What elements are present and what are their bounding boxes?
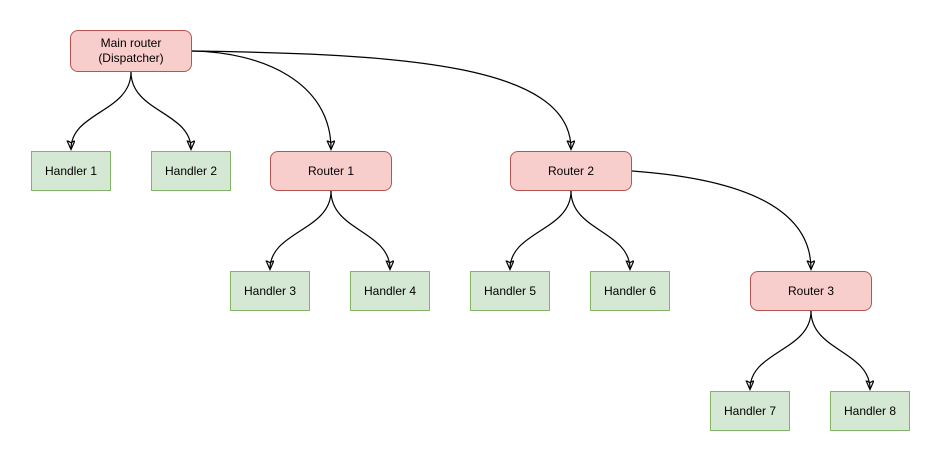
node-handler-5: Handler 5	[470, 271, 550, 311]
node-router-3: Router 3	[750, 271, 872, 311]
edge-router-2-to-router-3	[631, 170, 811, 269]
edge-router-2-to-handler-6	[570, 190, 630, 269]
node-handler-8: Handler 8	[830, 391, 910, 431]
edge-main-router-to-router-2	[191, 50, 571, 149]
node-handler-3: Handler 3	[230, 271, 310, 311]
edge-main-router-to-handler-2	[130, 71, 191, 149]
edge-router-1-to-handler-3	[270, 190, 332, 269]
node-handler-2: Handler 2	[151, 151, 231, 191]
edge-router-1-to-handler-4	[330, 190, 390, 269]
node-main-router: Main router (Dispatcher)	[70, 30, 192, 72]
edge-router-2-to-handler-5	[510, 190, 572, 269]
edge-router-3-to-handler-7	[750, 310, 812, 389]
edge-main-router-to-router-1	[191, 50, 331, 149]
node-handler-7: Handler 7	[710, 391, 790, 431]
node-handler-4: Handler 4	[350, 271, 430, 311]
node-router-2: Router 2	[510, 151, 632, 191]
node-handler-1: Handler 1	[31, 151, 111, 191]
edge-main-router-to-handler-1	[71, 71, 132, 149]
node-handler-6: Handler 6	[590, 271, 670, 311]
edge-router-3-to-handler-8	[810, 310, 870, 389]
node-router-1: Router 1	[270, 151, 392, 191]
